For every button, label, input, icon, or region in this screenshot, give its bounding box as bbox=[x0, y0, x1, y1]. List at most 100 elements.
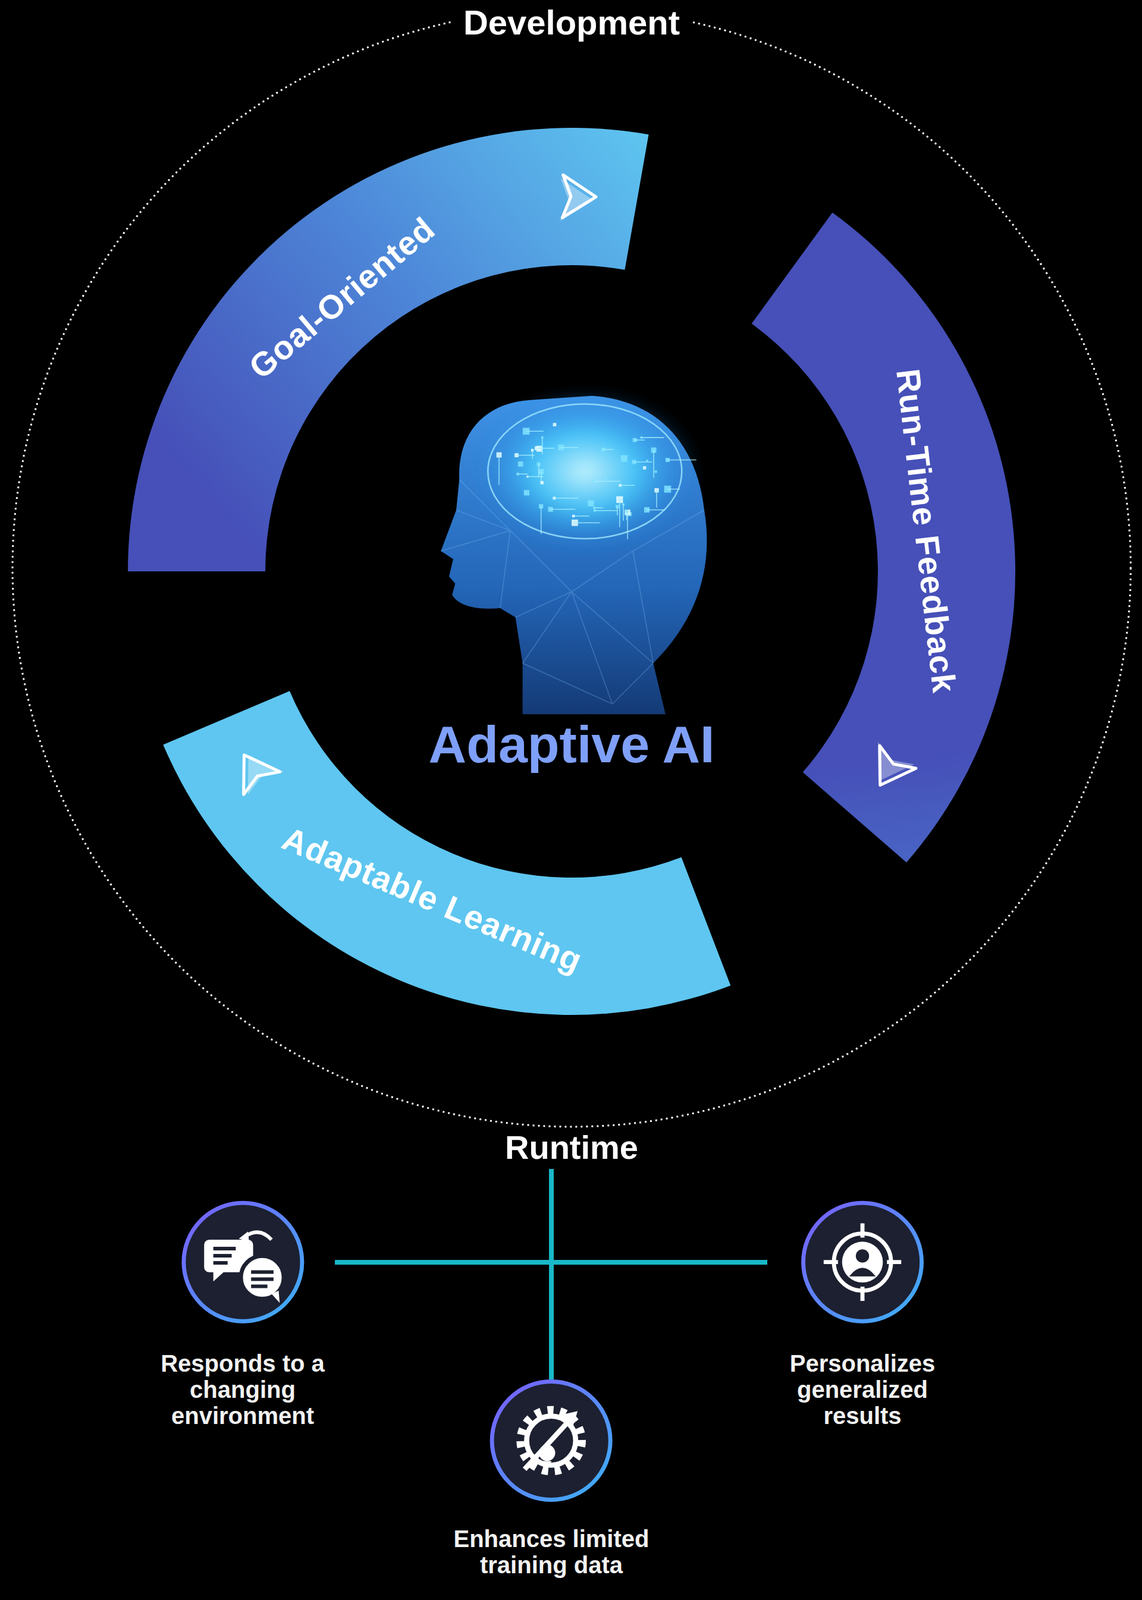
brain-circuit bbox=[656, 490, 658, 508]
brain-circuit bbox=[540, 506, 542, 535]
brain-circuit bbox=[616, 506, 618, 516]
brain-circuit bbox=[620, 485, 635, 487]
gear-icon bbox=[543, 1461, 552, 1467]
chevron-arrow bbox=[559, 178, 594, 222]
brain-circuit bbox=[654, 470, 657, 473]
brain-circuit bbox=[496, 422, 697, 540]
band-title: Goal-Oriented bbox=[242, 210, 443, 387]
brain-circuit bbox=[587, 500, 594, 507]
arc-band bbox=[127, 127, 649, 572]
chevron-arrow bbox=[858, 741, 918, 797]
brain-circuit bbox=[594, 507, 604, 509]
brain-circuit bbox=[526, 431, 544, 433]
feature-caption: Enhances limited training data bbox=[432, 1526, 671, 1579]
brain-circuit bbox=[536, 447, 555, 450]
chat-icon bbox=[239, 1231, 250, 1242]
chat-icon bbox=[213, 1261, 228, 1266]
chat-icon bbox=[183, 1203, 303, 1322]
brain-circuit bbox=[642, 466, 646, 470]
arc-band bbox=[751, 212, 1016, 863]
brain-circuit bbox=[518, 461, 524, 467]
brain-circuit bbox=[516, 455, 535, 457]
brain-circuit bbox=[593, 481, 621, 483]
brain-circuit bbox=[603, 477, 607, 481]
target-icon bbox=[823, 1223, 902, 1301]
chevron-arrow bbox=[860, 741, 915, 793]
brain-circuit bbox=[527, 476, 544, 478]
brain-circuit bbox=[524, 490, 530, 496]
chevron-arrow bbox=[230, 744, 285, 796]
chevron-arrow bbox=[861, 745, 916, 798]
gear-icon bbox=[491, 1381, 611, 1501]
target-icon bbox=[842, 1241, 884, 1283]
phase-title: Runtime bbox=[494, 1128, 649, 1167]
brain-circuit bbox=[550, 509, 576, 511]
chevron-arrow bbox=[226, 741, 285, 797]
chat-icon bbox=[251, 1277, 274, 1282]
gear-icon bbox=[491, 1381, 611, 1501]
brain-circuit bbox=[620, 455, 628, 463]
chat-icon bbox=[213, 1247, 237, 1251]
gear-icon bbox=[560, 1411, 578, 1428]
brain-circuit bbox=[517, 474, 528, 476]
brain-outline bbox=[487, 404, 682, 540]
chat-icon bbox=[213, 1254, 232, 1258]
feature-caption: Personalizes generalized results bbox=[773, 1350, 952, 1430]
arc-band bbox=[127, 127, 649, 572]
brain-circuit bbox=[560, 447, 579, 449]
brain-circuit bbox=[603, 449, 614, 451]
chat-icon bbox=[245, 1232, 272, 1241]
phase-label: Runtime bbox=[494, 1128, 649, 1167]
target-icon bbox=[802, 1203, 922, 1322]
target-icon bbox=[802, 1203, 922, 1322]
brain-circuit bbox=[538, 464, 540, 478]
connector-line bbox=[551, 1169, 768, 1263]
arc-band bbox=[120, 120, 1023, 1023]
gear-icon bbox=[524, 1419, 571, 1470]
brain-circuit bbox=[667, 488, 680, 491]
brain-circuit bbox=[626, 512, 629, 540]
brain-circuit bbox=[498, 455, 500, 485]
brain-circuit bbox=[531, 450, 533, 460]
brain-circuit bbox=[554, 497, 579, 500]
brain-circuit bbox=[645, 459, 649, 463]
chevron-arrow bbox=[226, 744, 281, 796]
brain-circuit bbox=[573, 515, 589, 517]
arc-band bbox=[162, 691, 731, 1016]
arc-band bbox=[162, 691, 731, 1016]
target-icon bbox=[833, 1234, 891, 1292]
chevron-arrow bbox=[562, 174, 596, 219]
feature-item: Personalizes generalized results bbox=[767, 1201, 958, 1430]
title-label: Adaptive AI bbox=[418, 714, 726, 775]
brain-circuit bbox=[540, 481, 544, 485]
cycle-arc: Goal-Oriented bbox=[120, 120, 1023, 1023]
brain-circuit bbox=[646, 509, 665, 511]
brain-circuit bbox=[626, 511, 628, 521]
band-title: Run-Time Feedback bbox=[889, 366, 963, 696]
brain-circuit bbox=[622, 504, 624, 521]
chevron-arrow bbox=[559, 174, 596, 222]
cycle-arc: Adaptable Learning bbox=[120, 120, 1023, 1023]
head-figure bbox=[440, 390, 707, 715]
brain-circuit bbox=[594, 510, 618, 512]
chat-icon bbox=[251, 1270, 274, 1275]
chat-icon bbox=[183, 1203, 303, 1322]
arc-band bbox=[120, 120, 1023, 1023]
feature-item: Enhances limited training data bbox=[426, 1379, 677, 1579]
connector-line bbox=[334, 1169, 552, 1263]
target-icon bbox=[849, 1268, 877, 1278]
chat-icon bbox=[271, 1291, 280, 1304]
arc-band bbox=[120, 120, 1023, 1023]
chat-icon bbox=[251, 1284, 268, 1289]
brain-circuit bbox=[653, 450, 655, 479]
brain-circuit bbox=[553, 422, 557, 427]
phase-label: Development bbox=[452, 2, 691, 43]
brain-glow bbox=[470, 390, 699, 554]
brain-circuit bbox=[619, 499, 621, 527]
brain-circuit bbox=[634, 461, 653, 463]
brain-circuit bbox=[641, 437, 665, 439]
brain-circuit bbox=[667, 459, 696, 461]
arc-band bbox=[751, 212, 1016, 863]
